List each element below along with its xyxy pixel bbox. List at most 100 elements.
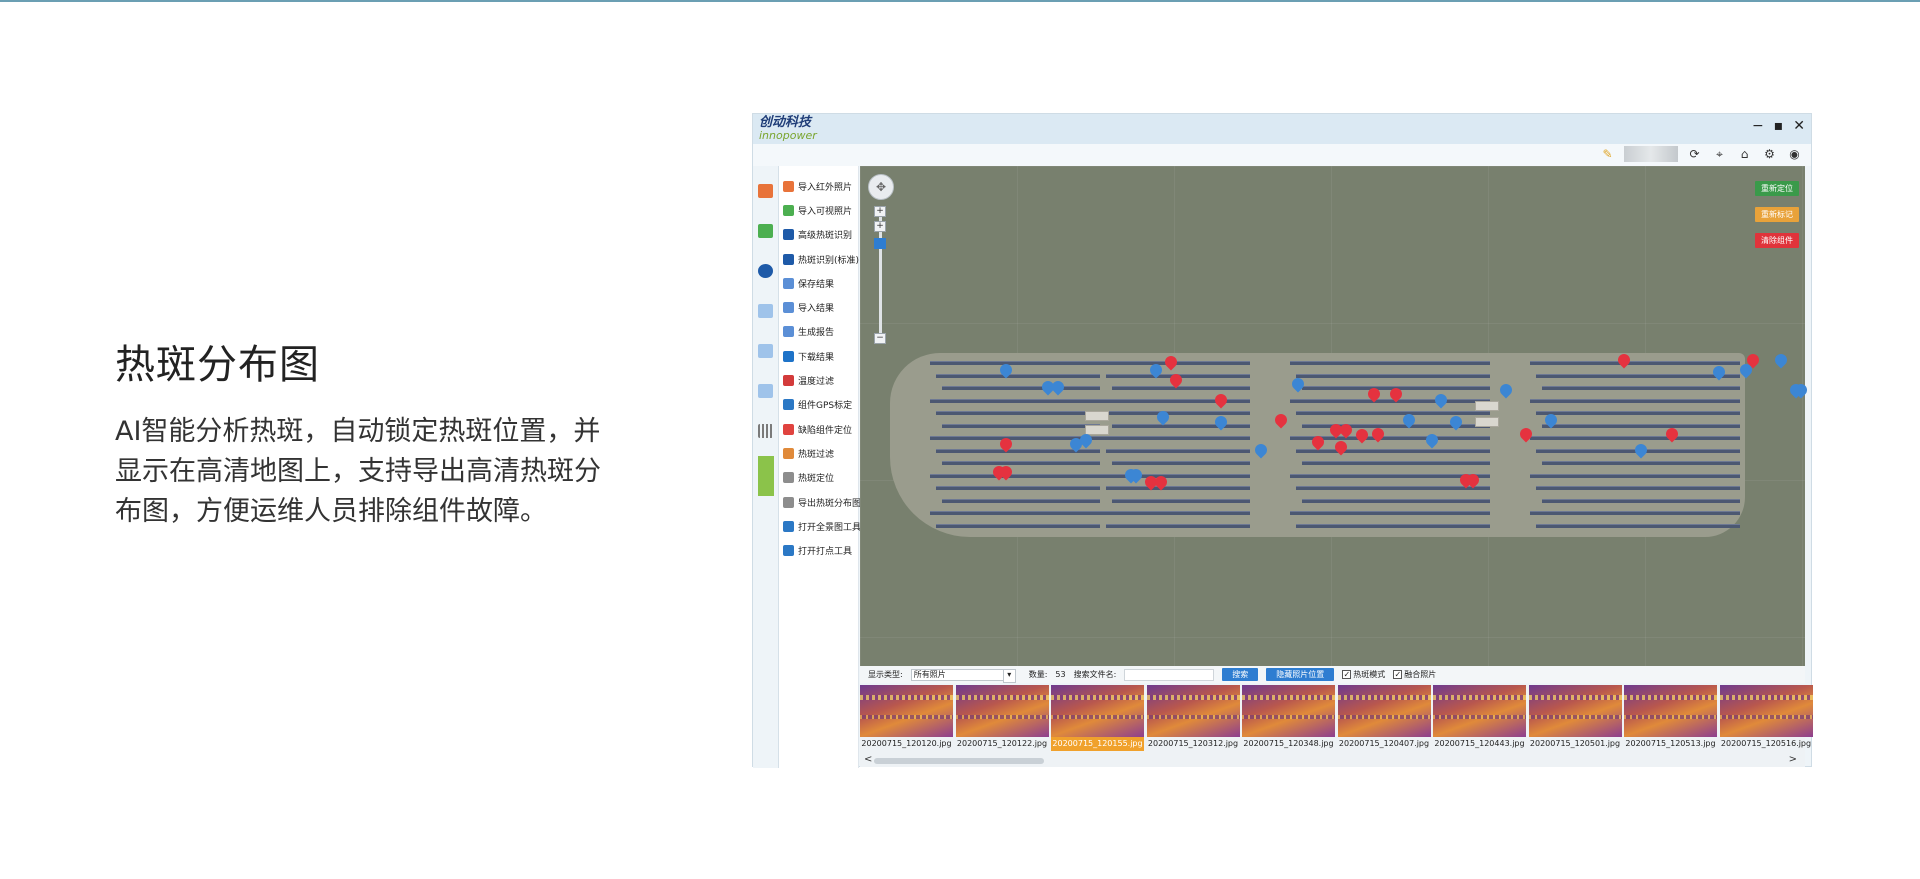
panel-row <box>1302 498 1490 503</box>
thumbnail[interactable]: 20200715_120443.jpg <box>1433 685 1526 753</box>
hotspot-mode-label: 热斑模式 <box>1353 670 1386 679</box>
panel-row <box>942 461 1100 465</box>
type-select[interactable]: 所有照片 <box>910 668 1016 683</box>
thumbnail[interactable]: 20200715_120513.jpg <box>1624 685 1717 753</box>
map-view[interactable]: ✥ + + − 重新定位 重新标记 清除组件 <box>860 166 1810 666</box>
menu-item[interactable]: 导入可视照片 <box>779 198 858 222</box>
minimize-button[interactable]: − <box>1752 118 1764 134</box>
panel-row <box>1296 411 1490 415</box>
panel-row <box>1530 398 1740 403</box>
panel-row <box>1530 473 1740 478</box>
home-icon[interactable]: ⌂ <box>1740 147 1749 161</box>
thumbnail[interactable]: 20200715_120120.jpg <box>860 685 953 753</box>
settings-icon[interactable]: ⚙ <box>1764 147 1775 161</box>
thumbnail-image <box>1146 685 1240 737</box>
menu-item[interactable]: 生成报告 <box>779 320 858 344</box>
save-icon[interactable] <box>758 304 773 318</box>
hide-positions-button[interactable]: 隐藏照片位置 <box>1266 668 1335 681</box>
menu-item[interactable]: 热斑定位 <box>779 466 858 490</box>
menu-item[interactable]: 热斑过滤 <box>779 441 858 465</box>
menu-item-label: 导入结果 <box>798 304 835 315</box>
scroll-right-icon[interactable]: > <box>1788 754 1797 765</box>
thumbnail[interactable]: 20200715_120501.jpg <box>1528 685 1622 753</box>
menu-item-icon <box>783 326 794 338</box>
user-icon[interactable]: ✎ <box>1602 147 1613 161</box>
zoom-in-step-button[interactable]: + <box>874 221 886 232</box>
feature-caption: 热斑分布图 AI智能分析热斑，自动锁定热斑位置，并 显示在高清地图上，支持导出高… <box>115 332 675 532</box>
hotspot-mode-checkbox[interactable]: ✓ <box>1342 670 1352 679</box>
import-infrared-icon[interactable] <box>758 184 773 198</box>
top-border-line <box>0 0 1920 2</box>
panel-row <box>1536 486 1740 490</box>
zoom-handle[interactable] <box>874 238 886 249</box>
thumbnail[interactable]: 20200715_120122.jpg <box>955 685 1049 753</box>
hotspot-mode-option[interactable]: ✓热斑模式 <box>1342 669 1385 680</box>
maximize-button[interactable]: ▪ <box>1773 118 1784 134</box>
import-visible-icon[interactable] <box>758 224 773 238</box>
compass-icon[interactable]: ✥ <box>868 174 894 200</box>
zoom-out-button[interactable]: − <box>874 333 886 344</box>
relocate-button[interactable]: 重新定位 <box>1755 181 1799 196</box>
menu-item[interactable]: 下载结果 <box>779 344 858 368</box>
scroll-left-icon[interactable]: < <box>864 754 873 765</box>
panel-row <box>942 386 1100 390</box>
remark-button[interactable]: 重新标记 <box>1755 207 1799 222</box>
hotspot-detect-icon[interactable] <box>758 264 773 278</box>
panel-row <box>1296 523 1490 528</box>
zoom-slider[interactable] <box>879 211 882 341</box>
menu-item[interactable]: 导出热斑分布图 <box>779 490 861 514</box>
clear-components-button[interactable]: 清除组件 <box>1755 233 1799 248</box>
thumbnail-scrollbar[interactable]: < > <box>860 754 1805 767</box>
thumbnail-image <box>1528 685 1622 737</box>
menu-item[interactable]: 热斑识别(标准) <box>779 247 859 271</box>
menu-item[interactable]: 导入结果 <box>779 295 858 319</box>
close-button[interactable]: ✕ <box>1793 118 1805 134</box>
thumbnail[interactable]: 20200715_120312.jpg <box>1146 685 1240 753</box>
thumbnail[interactable]: 20200715_120407.jpg <box>1337 685 1431 753</box>
menu-item[interactable]: 温度过滤 <box>779 368 858 392</box>
thumbnail[interactable]: 20200715_120348.jpg <box>1242 685 1335 753</box>
panel-row <box>1296 448 1490 453</box>
panel-row <box>1542 461 1740 465</box>
download-icon[interactable] <box>758 344 773 358</box>
fused-photo-label: 融合照片 <box>1404 670 1437 679</box>
collapse-handle[interactable] <box>758 456 774 496</box>
thumbnail-image <box>1433 685 1526 737</box>
report-icon[interactable] <box>758 384 773 398</box>
menu-item-label: 热斑过滤 <box>798 449 835 460</box>
thumbnail-image <box>1719 685 1813 737</box>
menu-item-label: 导入可视照片 <box>798 206 853 217</box>
inverter-building <box>1475 401 1499 411</box>
map-icon[interactable]: ⌖ <box>1716 146 1723 161</box>
fused-photo-checkbox[interactable]: ✓ <box>1393 670 1403 679</box>
thumbnail[interactable]: 20200715_120516.jpg <box>1719 685 1813 753</box>
menu-item-icon <box>783 375 794 387</box>
panel-row <box>1112 461 1250 465</box>
search-button[interactable]: 搜索 <box>1222 668 1259 681</box>
menu-item[interactable]: 高级热斑识别 <box>779 223 858 247</box>
search-input[interactable] <box>1124 668 1215 681</box>
zoom-in-button[interactable]: + <box>874 206 886 217</box>
thumbnail[interactable]: 20200715_120155.jpg <box>1051 685 1144 753</box>
panel-row <box>1542 386 1740 390</box>
description-line-3: 布图，方便运维人员排除组件故障。 <box>115 496 547 527</box>
panel-row <box>936 373 1100 378</box>
panel-row <box>1536 411 1740 415</box>
function-menu: 导入红外照片导入可视照片高级热斑识别热斑识别(标准)保存结果导入结果生成报告下载… <box>779 166 861 768</box>
menu-item[interactable]: 组件GPS标定 <box>779 393 858 417</box>
thumbnail-image <box>955 685 1049 737</box>
panel-row <box>942 423 1100 428</box>
menu-item[interactable]: 保存结果 <box>779 271 858 295</box>
grid-icon[interactable] <box>758 424 773 438</box>
menu-item[interactable]: 导入红外照片 <box>779 174 858 198</box>
account-icon[interactable]: ◉ <box>1789 147 1800 161</box>
username-box[interactable] <box>1624 146 1678 162</box>
refresh-icon[interactable]: ⟳ <box>1689 147 1700 161</box>
menu-item[interactable]: 缺陷组件定位 <box>779 417 858 441</box>
panel-row <box>1296 486 1490 490</box>
menu-item[interactable]: 打开打点工具 <box>779 538 858 562</box>
menu-item[interactable]: 打开全景图工具 <box>779 514 861 538</box>
scroll-thumb[interactable] <box>874 758 1044 764</box>
fused-photo-option[interactable]: ✓融合照片 <box>1393 669 1436 680</box>
